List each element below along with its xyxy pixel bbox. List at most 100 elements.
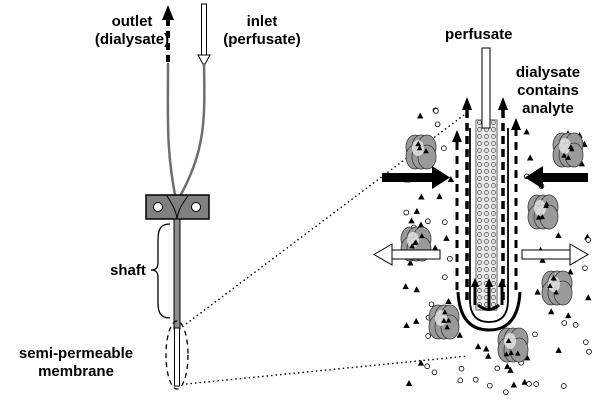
perfusate-circle-icon (403, 209, 410, 216)
perfusate-circle-icon (532, 331, 538, 338)
analyte-triangle-icon (555, 231, 562, 238)
perfusate-circle-icon (431, 369, 438, 376)
tissue-cell-icon (428, 304, 460, 340)
outlet-arrow-icon (162, 5, 174, 62)
analyte-triangle-icon (436, 193, 443, 200)
perfusate-circle-icon (425, 218, 431, 225)
analyte-triangle-icon (567, 268, 574, 275)
analyte-triangle-icon (482, 345, 490, 352)
perfusate-circle-icon (526, 381, 532, 387)
membrane-label-line2: membrane (38, 363, 114, 380)
perfusate-circle-icon (424, 363, 431, 370)
dialysate-label: dialysate contains analyte (500, 64, 596, 118)
perfusate-circle-icon (458, 365, 465, 372)
perfusate-circle-icon (572, 322, 579, 328)
perfusate-circle-icon (428, 301, 435, 308)
analyte-triangle-icon (565, 312, 572, 319)
analyte-triangle-icon (417, 221, 425, 228)
perfusate-circle-icon (494, 365, 501, 372)
inlet-label-line1: inlet (246, 13, 278, 30)
outlet-label-line1: outlet (111, 13, 153, 30)
analyte-triangle-icon (521, 378, 528, 385)
inlet-label-line2: (perfusate) (223, 31, 301, 48)
left-probe (145, 3, 211, 390)
tissue-cell-icon (552, 132, 584, 168)
perfusate-circle-icon (442, 219, 448, 225)
inlet-label: inlet (perfusate) (212, 13, 312, 49)
analyte-triangle-icon (405, 379, 413, 386)
analyte-triangle-icon (456, 331, 463, 338)
analyte-triangle-icon (504, 363, 511, 370)
analyte-triangle-icon (539, 256, 546, 263)
analyte-triangle-icon (555, 346, 562, 353)
probe-mount (145, 194, 210, 220)
analyte-triangle-icon (485, 352, 492, 359)
hollow-outward-arrow-icon (373, 243, 589, 266)
perfusate-label: perfusate (445, 26, 513, 43)
analyte-triangle-icon (413, 286, 420, 293)
perfusate-circle-icon (582, 265, 588, 271)
analyte-triangle-icon (417, 359, 425, 366)
shaft-label: shaft (110, 262, 146, 279)
analyte-triangle-icon (431, 244, 439, 251)
perfusate-circle-icon (503, 389, 509, 395)
analyte-triangle-icon (523, 128, 530, 135)
zoom-line-top (185, 111, 469, 325)
tissue-cell-icon (541, 270, 573, 306)
analyte-triangle-icon (527, 154, 534, 161)
tissue-cell-icon (497, 327, 529, 363)
perfusate-inlet-tube (481, 47, 491, 129)
probe-membrane (174, 327, 180, 387)
analyte-triangle-icon (418, 193, 425, 200)
analyte-triangle-icon (547, 308, 555, 315)
perfusate-circle-icon (447, 255, 453, 262)
outlet-tubing (166, 62, 178, 201)
analyte-triangle-icon (578, 160, 586, 167)
membrane-label-line1: semi-permeable (18, 345, 134, 362)
perfusate-circle-icon (433, 108, 439, 114)
perfusate-circle-icon (442, 274, 448, 280)
analyte-triangle-icon (443, 234, 450, 241)
dialysate-label-line3: analyte (522, 100, 574, 117)
perfusate-circle-icon (583, 339, 589, 345)
perfusate-circle-icon (434, 121, 441, 128)
membrane-bottom-icon (456, 291, 522, 332)
membrane-highlight (165, 320, 189, 390)
tissue-cell-icon (527, 194, 559, 230)
analyte-triangle-icon (445, 298, 452, 305)
probe-shaft (173, 218, 181, 330)
perfusate-circle-icon (560, 383, 567, 389)
outlet-label-line2: (dialysate) (94, 31, 170, 48)
probe-tip (469, 119, 509, 323)
analyte-triangle-icon (402, 283, 409, 290)
analyte-triangle-icon (413, 207, 421, 214)
analyte-triangle-icon (413, 317, 420, 324)
dialysate-outflow-arrows-icon (452, 97, 521, 310)
perfusate-circle-icon (586, 348, 592, 355)
shaft-brace (150, 223, 171, 319)
tissue-cells (400, 132, 584, 363)
perfusate-circle-icon (441, 145, 447, 151)
analyte-triangle-icon (534, 288, 541, 295)
analyte-triangle-icon (474, 343, 482, 350)
perfusate-circle-icon (472, 376, 479, 383)
analyte-triangle-icon (510, 381, 518, 388)
dialysate-label-line2: contains (517, 82, 579, 99)
solid-inward-arrow-icon (382, 166, 588, 189)
analyte-triangle-icon (507, 366, 514, 373)
perfusate-circle-icon (457, 377, 464, 384)
analyte-triangle-icon (447, 175, 455, 182)
analyte-triangle-icon (585, 294, 592, 301)
perfusate-circle-icon (425, 333, 431, 339)
perfusate-circle-icon (487, 382, 493, 389)
membrane-label: semi-permeable membrane (2, 345, 150, 381)
zoomed-membrane-view (373, 47, 592, 395)
analyte-triangle-icon (416, 112, 424, 119)
analyte-triangle-icon (407, 259, 414, 266)
perfusate-circle-icon (533, 381, 539, 387)
inlet-tubing (176, 62, 206, 201)
tissue-cell-icon (405, 134, 437, 170)
perfusate-circle-icon (585, 237, 592, 243)
